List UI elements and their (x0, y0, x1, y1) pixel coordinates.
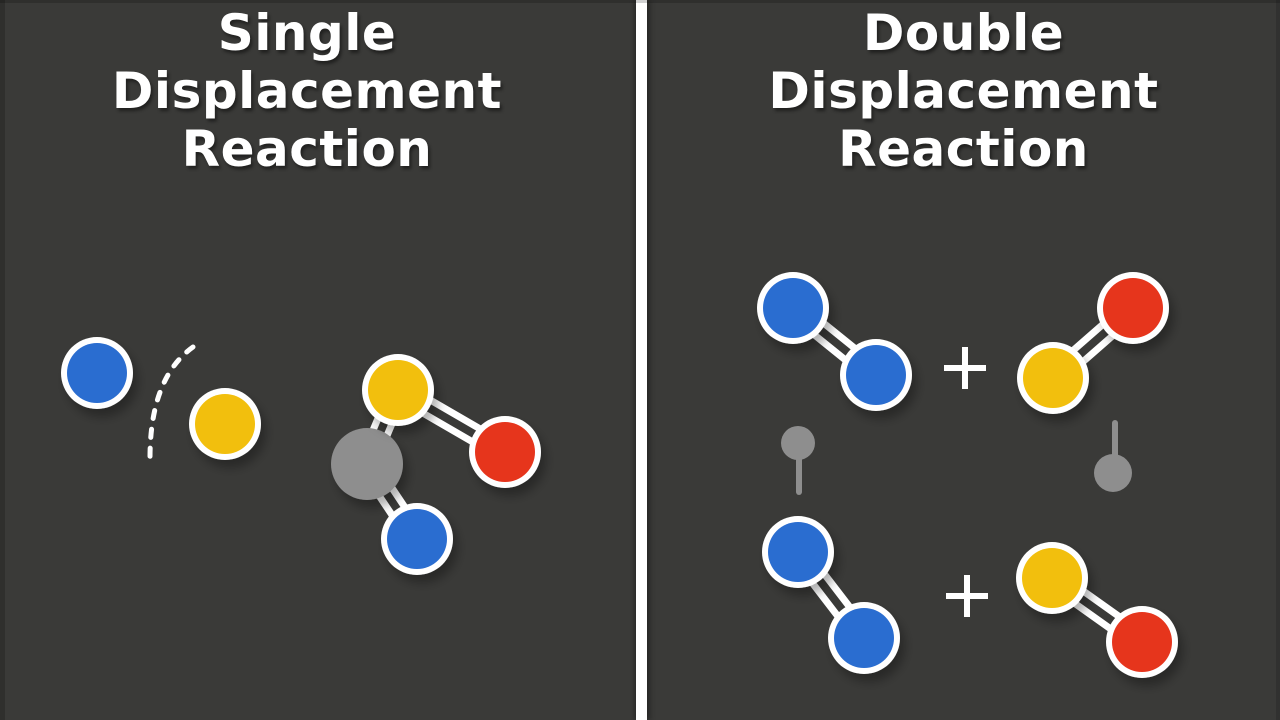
atom-yellow (189, 388, 261, 460)
atom-red (1097, 272, 1169, 344)
atom-blue (828, 602, 900, 674)
single-displacement-title: Single Displacement Reaction (0, 0, 636, 178)
atom-blue (381, 503, 453, 575)
title-line: Double (862, 4, 1065, 62)
arrow-pin-ball (781, 426, 815, 460)
panel-single-displacement: Single Displacement Reaction (0, 0, 636, 720)
atom-red (469, 416, 541, 488)
atom-yellow (1016, 542, 1088, 614)
title-line: Reaction (838, 120, 1089, 178)
atom-yellow (1017, 342, 1089, 414)
plus-icon (944, 347, 986, 389)
plus-icon (946, 575, 988, 617)
atom-blue (61, 337, 133, 409)
title-line: Reaction (181, 120, 433, 178)
title-line: Displacement (768, 62, 1159, 120)
atom-blue (762, 516, 834, 588)
atom-gray (331, 428, 403, 500)
atom-yellow (362, 354, 434, 426)
atom-red (1106, 606, 1178, 678)
title-line: Single (217, 4, 397, 62)
panel-double-displacement: Double Displacement Reaction (647, 0, 1280, 720)
arrow-pin-ball (1094, 454, 1132, 492)
dashed-trajectory-arc (147, 344, 196, 461)
panel-divider (636, 0, 647, 720)
atom-blue (840, 339, 912, 411)
double-displacement-title: Double Displacement Reaction (647, 0, 1280, 178)
title-line: Displacement (111, 62, 503, 120)
atom-blue (757, 272, 829, 344)
